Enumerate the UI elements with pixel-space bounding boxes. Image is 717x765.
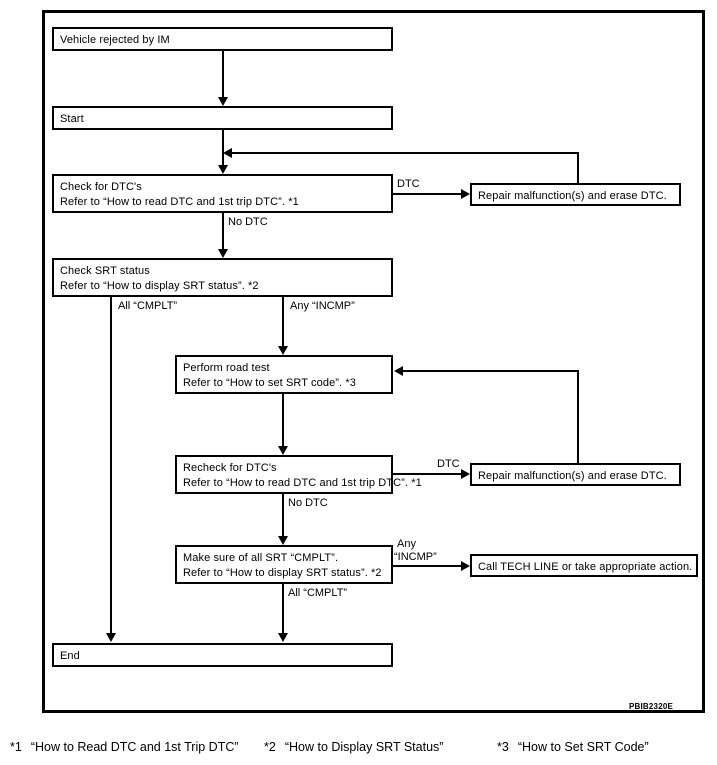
footnote-3-mark: *3	[497, 740, 509, 754]
edge-make-sure-srt-to-end	[282, 584, 284, 633]
node-end: End	[52, 643, 393, 667]
edge-make-sure-srt-to-tech-line	[393, 565, 463, 567]
node-recheck-dtc-line1: Recheck for DTC's	[183, 462, 277, 474]
footnote-2-mark: *2	[264, 740, 276, 754]
node-check-dtc-line1: Check for DTC's	[60, 181, 142, 193]
edge-label-no-dtc-top: No DTC	[228, 216, 268, 228]
edge-label-dtc-bottom: DTC	[437, 458, 460, 470]
node-repair-bottom: Repair malfunction(s) and erase DTC.	[470, 463, 681, 486]
node-recheck-dtc: Recheck for DTC's Refer to “How to read …	[175, 455, 422, 494]
edge-label-any-incmp-top: Any “INCMP”	[290, 300, 355, 312]
footnote-2-text: “How to Display SRT Status”	[284, 740, 444, 754]
arrowhead-make-sure-srt-to-tech-line	[461, 561, 470, 571]
arrowhead-check-dtc-to-check-srt	[218, 249, 228, 258]
figure-code: PBIB2320E	[629, 702, 674, 711]
node-check-srt: Check SRT status Refer to “How to displa…	[52, 258, 393, 297]
footnote-3: *3 “How to Set SRT Code”	[497, 735, 649, 759]
arrowhead-make-sure-srt-to-end	[278, 633, 288, 642]
node-make-sure-srt-line1: Make sure of all SRT “CMPLT”.	[183, 552, 339, 564]
edge-repair-top-loop-horizontal	[232, 152, 579, 154]
node-start-line1: Start	[60, 113, 84, 125]
edge-check-srt-any-incmp-to-road-test	[282, 297, 284, 346]
node-check-dtc: Check for DTC's Refer to “How to read DT…	[52, 174, 393, 213]
arrowhead-repair-top-loop	[223, 148, 232, 158]
node-end-line1: End	[60, 650, 80, 662]
footnote-1-mark: *1	[10, 740, 22, 754]
arrowhead-check-dtc-to-repair-top	[461, 189, 470, 199]
edge-repair-top-loop-vertical	[577, 152, 579, 185]
node-start: Start	[52, 106, 393, 130]
node-make-sure-srt-line2: Refer to “How to display SRT status”. *2	[183, 567, 382, 579]
edge-recheck-dtc-to-repair-bottom	[393, 473, 463, 475]
footnote-row: *1 “How to Read DTC and 1st Trip DTC” *2 “…	[0, 735, 717, 759]
edge-label-no-dtc-bottom: No DTC	[288, 497, 328, 509]
node-vehicle-rejected: Vehicle rejected by IM	[52, 27, 393, 51]
edge-label-all-cmplt-top: All “CMPLT”	[118, 300, 178, 312]
arrowhead-recheck-dtc-to-repair-bottom	[461, 469, 470, 479]
node-check-srt-line1: Check SRT status	[60, 265, 150, 277]
edge-start-to-check-dtc	[222, 130, 224, 165]
arrowhead-any-incmp-to-road-test	[278, 346, 288, 355]
node-tech-line-line1: Call TECH LINE or take appropriate actio…	[478, 561, 693, 573]
edge-road-test-to-recheck-dtc	[282, 394, 284, 446]
footnote-2: *2 “How to Display SRT Status”	[264, 735, 443, 759]
edge-repair-bottom-loop-horizontal	[403, 370, 579, 372]
arrowhead-start-to-check-dtc	[218, 165, 228, 174]
footnote-1: *1 “How to Read DTC and 1st Trip DTC”	[10, 735, 239, 759]
node-repair-top: Repair malfunction(s) and erase DTC.	[470, 183, 681, 206]
node-road-test-line1: Perform road test	[183, 362, 270, 374]
node-road-test-line2: Refer to “How to set SRT code”. *3	[183, 377, 356, 389]
edge-check-srt-all-cmplt-to-end	[110, 297, 112, 633]
edge-vehicle-to-start	[222, 51, 224, 97]
arrowhead-recheck-dtc-to-make-sure-srt	[278, 536, 288, 545]
edge-label-dtc-top: DTC	[397, 178, 420, 190]
node-repair-bottom-line1: Repair malfunction(s) and erase DTC.	[478, 470, 667, 482]
edge-label-any-incmp-bottom-line2: “INCMP”	[394, 551, 437, 563]
footnote-1-text: “How to Read DTC and 1st Trip DTC”	[30, 740, 239, 754]
arrowhead-vehicle-to-start	[218, 97, 228, 106]
footnote-3-text: “How to Set SRT Code”	[517, 740, 649, 754]
node-repair-top-line1: Repair malfunction(s) and erase DTC.	[478, 190, 667, 202]
edge-recheck-dtc-to-make-sure-srt	[282, 494, 284, 536]
edge-label-any-incmp-bottom-line1: Any	[397, 538, 416, 550]
arrowhead-repair-bottom-loop	[394, 366, 403, 376]
node-vehicle-rejected-line1: Vehicle rejected by IM	[60, 34, 170, 46]
node-make-sure-srt: Make sure of all SRT “CMPLT”. Refer to “…	[175, 545, 393, 584]
edge-label-all-cmplt-bottom: All “CMPLT”	[288, 587, 348, 599]
node-tech-line: Call TECH LINE or take appropriate actio…	[470, 554, 698, 577]
edge-check-dtc-to-repair-top	[393, 193, 463, 195]
arrowhead-all-cmplt-to-end	[106, 633, 116, 642]
node-road-test: Perform road test Refer to “How to set S…	[175, 355, 393, 394]
node-check-dtc-line2: Refer to “How to read DTC and 1st trip D…	[60, 196, 299, 208]
arrowhead-road-test-to-recheck-dtc	[278, 446, 288, 455]
edge-check-dtc-to-check-srt	[222, 213, 224, 249]
edge-repair-bottom-loop-vertical	[577, 370, 579, 465]
node-recheck-dtc-line2: Refer to “How to read DTC and 1st trip D…	[183, 477, 422, 489]
node-check-srt-line2: Refer to “How to display SRT status”. *2	[60, 280, 259, 292]
